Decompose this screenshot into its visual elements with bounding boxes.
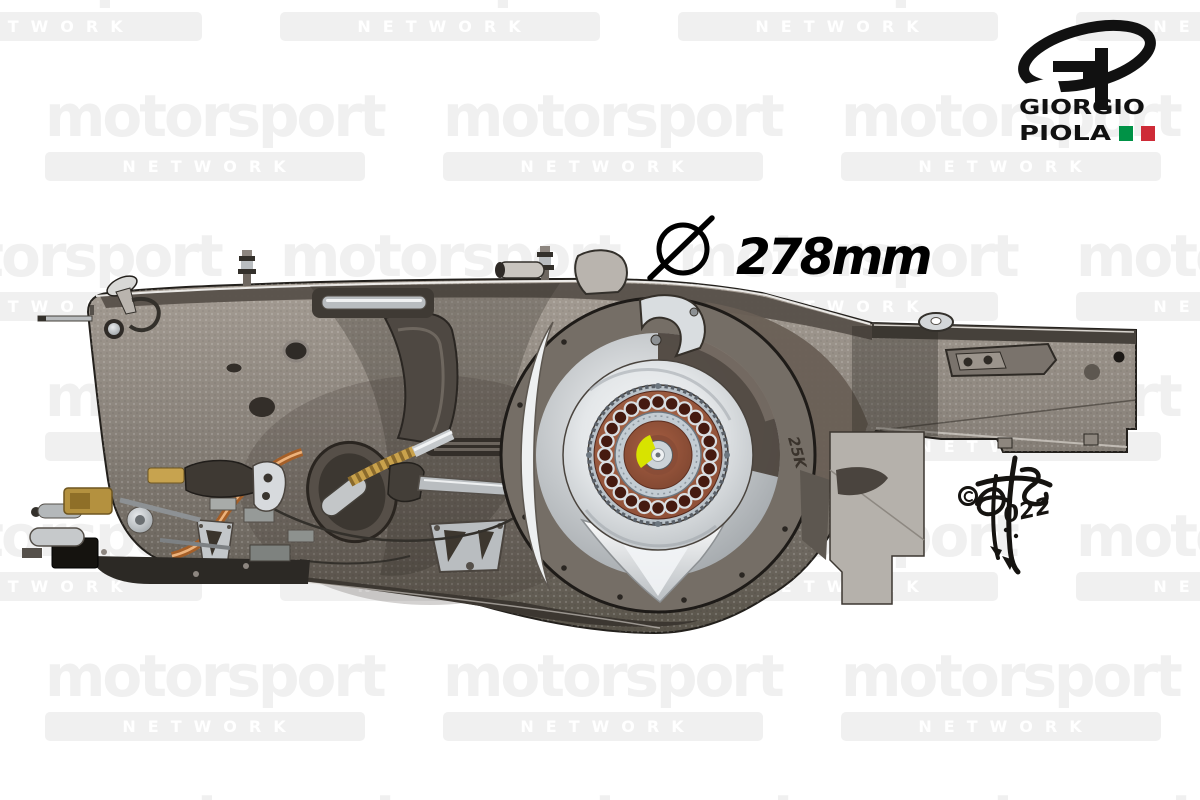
watermark-word: motorsport <box>1076 222 1200 290</box>
breather-valve <box>238 250 256 286</box>
watermark-word: motorsport <box>280 0 622 11</box>
watermark-word: motorsport <box>0 781 224 800</box>
watermark-word: motorsport <box>1076 0 1200 11</box>
caliper-bracket <box>638 294 706 358</box>
watermark-word: motorsport <box>45 82 387 150</box>
wing-pillar-mount <box>495 249 628 296</box>
watermark-word: motorsport <box>1076 781 1200 800</box>
disc-drill-holes <box>597 394 719 516</box>
diameter-annotation: 278mm <box>647 215 933 286</box>
brand-line1: GIORGIO <box>1019 95 1145 119</box>
crash-structure-beam <box>852 312 1137 449</box>
watermark-network-box: NETWORK <box>443 712 763 741</box>
watermark-word: motorsport <box>280 781 622 800</box>
giorgio-piola-logo: GIORGIO PIOLA <box>1018 19 1156 145</box>
watermark-word: motorsport <box>45 642 387 710</box>
watermark-word: motorsport <box>443 642 785 710</box>
watermark-network-box: NETWORK <box>45 152 365 181</box>
watermark-network-box: NETWORK <box>0 12 202 41</box>
watermark-word: motorsport <box>678 222 1020 290</box>
watermark-word: motorsport <box>841 642 1183 710</box>
italy-flag-green <box>1119 126 1133 141</box>
gp-monogram-icon <box>1018 19 1156 110</box>
diameter-symbol-icon <box>647 215 715 281</box>
watermark-word: motorsport <box>0 0 224 11</box>
watermark-network-box: NETWORK <box>280 12 600 41</box>
brake-disc <box>562 359 754 551</box>
italy-flag-red <box>1141 126 1155 141</box>
watermark-word: motorsport <box>678 0 1020 11</box>
watermark-word: motorsport <box>0 222 224 290</box>
watermark-network-box: NETWORK <box>1076 292 1200 321</box>
floor-panel <box>800 431 925 605</box>
watermark-network-box: NETWORK <box>841 152 1161 181</box>
artist-signature: 022 <box>958 455 1053 575</box>
driveshaft-opening <box>306 429 455 544</box>
watermark-network-box: NETWORK <box>443 152 763 181</box>
hydraulics-cluster <box>22 459 315 584</box>
top-damper <box>312 288 434 318</box>
breather-valve-2 <box>536 246 554 280</box>
watermark-network-box: NETWORK <box>45 712 365 741</box>
watermark-word: motorsport <box>678 781 1020 800</box>
small-plate <box>196 519 234 567</box>
brand-line2: PIOLA <box>1019 121 1112 145</box>
brake-drum: 25K <box>499 294 817 614</box>
watermark-word: motorsport <box>1076 502 1200 570</box>
watermark-network-box: NETWORK <box>1076 572 1200 601</box>
copyright-icon <box>958 486 978 506</box>
watermark-network-box: NETWORK <box>841 712 1161 741</box>
watermark-word: motorsport <box>443 82 785 150</box>
watermark-network-box: NETWORK <box>0 572 202 601</box>
diameter-value: 278mm <box>736 228 930 286</box>
watermark-network-box: NETWORK <box>678 12 998 41</box>
case-nose <box>37 275 161 339</box>
